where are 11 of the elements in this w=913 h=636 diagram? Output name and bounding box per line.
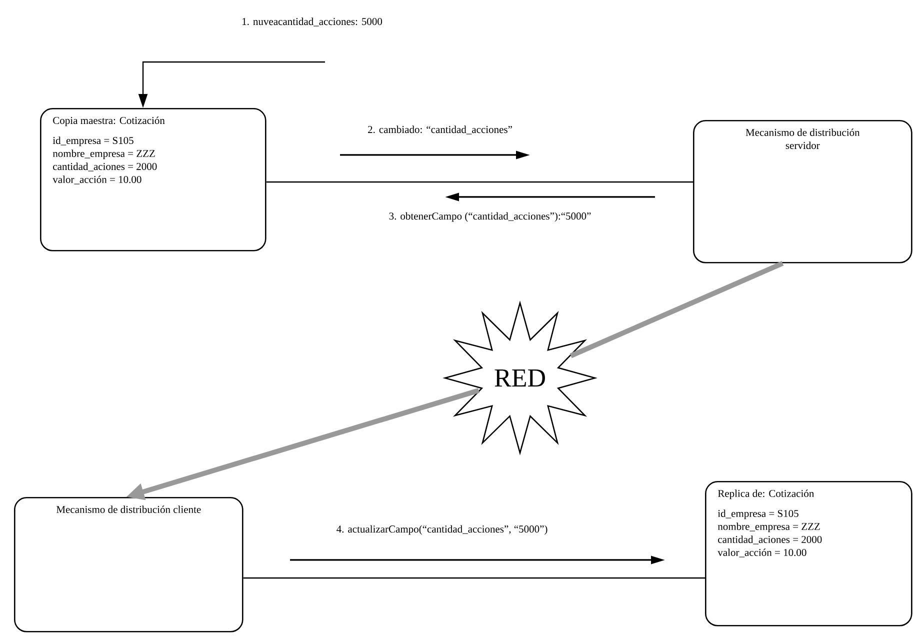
class-box: Replica de: Cotización id_empresa = S105 nombre_empresa = ZZZ cantidad_aciones = 2000 valor_acción = 10.00 [705,480,912,626]
message-label: 4. actualizarCampo(“cantidad_acciones”, “5000”) [334,523,550,537]
process-box: Mecanismo de distribución servidor [693,120,912,264]
message-label: 3. obtenerCampo (“cantidad_acciones”):“5000” [386,210,594,224]
process-box: Mecanismo de distribución cliente [14,496,244,632]
class-box: Copia maestra: Cotización id_empresa = S105 nombre_empresa = ZZZ cantidad_aciones = 2000 valor_acción = 10.00 [40,108,266,252]
link-line [266,181,693,183]
edge-label: 1. nuveacantidad_acciones: 5000 [240,16,384,28]
link-line [243,577,705,579]
message-label: 2. cambiado: “cantidad_acciones” [366,124,514,136]
network-link [570,261,784,358]
